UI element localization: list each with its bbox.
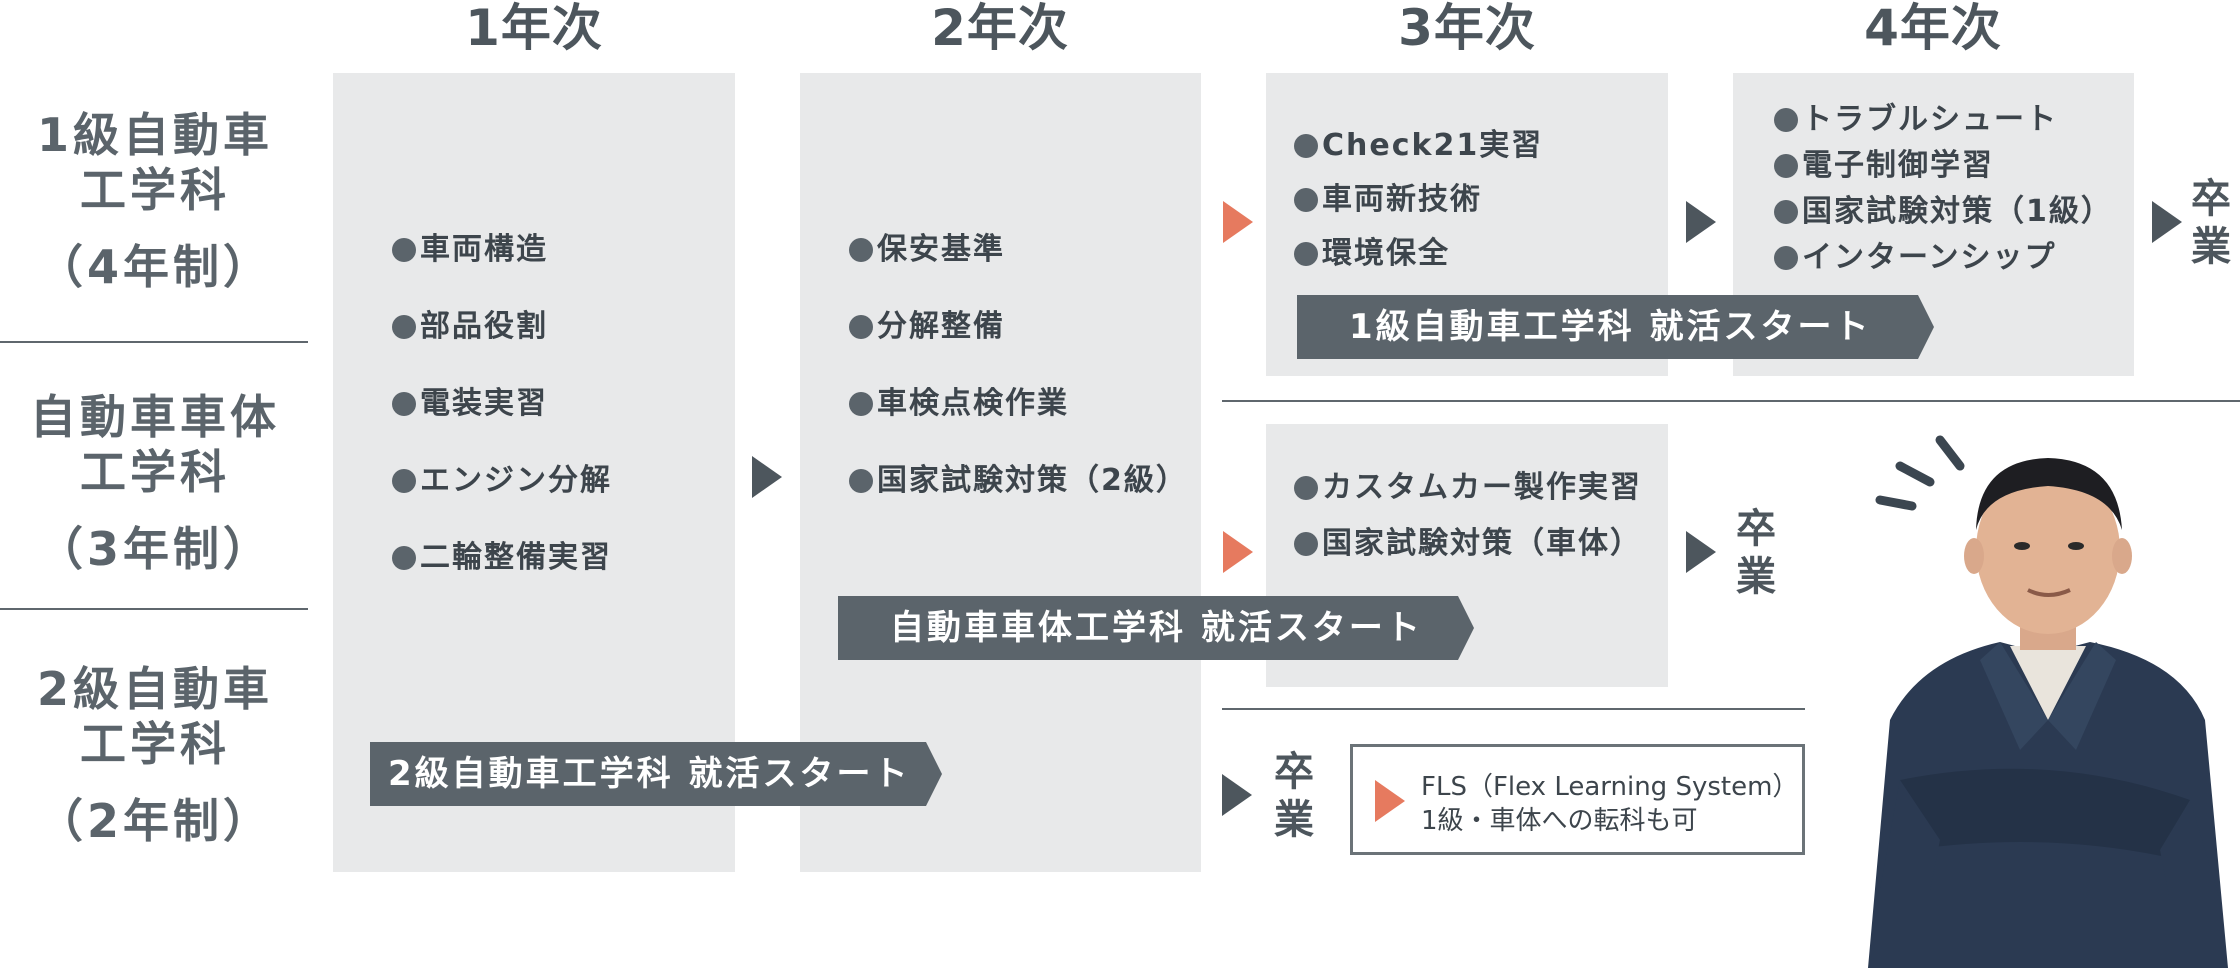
department-name: 自動車車体 (30, 390, 280, 444)
bullet-dot-icon (1294, 134, 1318, 158)
job-hunting-banner-course1: 1級自動車工学科 就活スタート (1297, 295, 1934, 359)
fls-title: FLS（Flex Learning System） (1421, 772, 1799, 802)
year4-course1-item: 国家試験対策（1級） (1774, 192, 2113, 232)
year1-item: 部品役割 (392, 307, 548, 347)
bullet-dot-icon (1774, 108, 1798, 132)
bullet-dot-icon (392, 469, 416, 493)
year2-item: 保安基準 (849, 230, 1005, 270)
surprise-mark-icon (1875, 495, 1917, 511)
arrow-right-icon (1222, 774, 1252, 816)
divider (0, 608, 308, 610)
arrow-right-icon (1686, 201, 1716, 243)
bullet-dot-icon (1294, 242, 1318, 266)
department-3: 2級自動車 工学科 （2年制） (0, 662, 310, 849)
department-name: 2級自動車 (36, 662, 273, 716)
bullet-dot-icon (392, 392, 416, 416)
bullet-dot-icon (1774, 246, 1798, 270)
graduation-label: 卒業 (1736, 506, 1776, 600)
hair (1976, 458, 2122, 530)
bullet-dot-icon (1774, 154, 1798, 178)
bullet-dot-icon (1294, 476, 1318, 500)
bullet-dot-icon (392, 546, 416, 570)
year2-item: 国家試験対策（2級） (849, 461, 1188, 501)
arrow-right-orange-icon (1223, 531, 1253, 573)
bullet-dot-icon (849, 238, 873, 262)
bullet-dot-icon (849, 315, 873, 339)
bullet-dot-icon (1774, 200, 1798, 224)
year-header-3: 3年次 (1398, 0, 1536, 57)
year2-item: 車検点検作業 (849, 384, 1069, 424)
bullet-dot-icon (849, 469, 873, 493)
arrow-right-icon (1686, 531, 1716, 573)
year1-item: 電装実習 (392, 384, 548, 424)
department-duration: （2年制） (36, 794, 273, 848)
department-1: 1級自動車 工学科 （4年制） (0, 108, 310, 295)
year1-item: 車両構造 (392, 230, 548, 270)
year-header-4: 4年次 (1864, 0, 2002, 57)
crossed-arms (1900, 768, 2190, 860)
department-name: 工学科 (80, 717, 230, 771)
job-hunting-banner-course3: 2級自動車工学科 就活スタート (370, 742, 942, 806)
graduation-label: 卒業 (1274, 749, 1314, 843)
arrow-right-orange-icon (1223, 201, 1253, 243)
surprise-mark-icon (1935, 435, 1965, 471)
department-2: 自動車車体 工学科 （3年制） (0, 390, 310, 577)
bullet-dot-icon (849, 392, 873, 416)
arrow-right-orange-icon (1375, 780, 1405, 822)
year4-course1-item: インターンシップ (1774, 238, 2057, 278)
bullet-dot-icon (1294, 188, 1318, 212)
face (1976, 466, 2120, 634)
surprise-mark-icon (1895, 461, 1935, 487)
department-name: 1級自動車 (36, 108, 273, 162)
year3-course1-item: Check21実習 (1294, 126, 1543, 166)
department-duration: （3年制） (36, 522, 273, 576)
year3-course2-item: 国家試験対策（車体） (1294, 524, 1642, 564)
year-header-2: 2年次 (931, 0, 1069, 57)
fls-note: 1級・車体への転科も可 (1421, 806, 1698, 836)
department-name: 工学科 (80, 163, 230, 217)
year3-course1-item: 環境保全 (1294, 234, 1450, 274)
year1-item: 二輪整備実習 (392, 538, 612, 578)
bullet-dot-icon (392, 238, 416, 262)
divider (1222, 400, 2240, 402)
divider (1222, 708, 1805, 710)
arrow-right-icon (752, 456, 782, 498)
graduation-label: 卒業 (2191, 176, 2231, 270)
collar-shirt (2010, 646, 2086, 720)
department-name: 工学科 (80, 445, 230, 499)
year2-item: 分解整備 (849, 307, 1005, 347)
student-photo (1868, 435, 2228, 968)
divider (0, 341, 308, 343)
bullet-dot-icon (392, 315, 416, 339)
year4-course1-item: 電子制御学習 (1774, 146, 1994, 186)
department-duration: （4年制） (36, 240, 273, 294)
bullet-dot-icon (1294, 532, 1318, 556)
arrow-right-icon (2152, 201, 2182, 243)
year-header-1: 1年次 (465, 0, 603, 57)
year1-item: エンジン分解 (392, 461, 612, 501)
year3-course2-item: カスタムカー製作実習 (1294, 468, 1642, 508)
fls-box: FLS（Flex Learning System） 1級・車体への転科も可 (1350, 744, 1805, 855)
year3-course1-item: 車両新技術 (1294, 180, 1482, 220)
job-hunting-banner-course2: 自動車車体工学科 就活スタート (838, 596, 1474, 660)
year4-course1-item: トラブルシュート (1774, 100, 2058, 140)
